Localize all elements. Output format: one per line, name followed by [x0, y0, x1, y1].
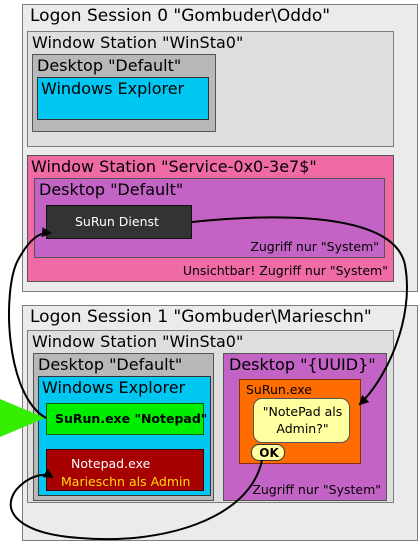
windows-explorer-label: Windows Explorer — [41, 79, 185, 98]
surun-notepad-command: SuRun.exe "Notepad" — [46, 403, 208, 435]
desktop-uuid-note: Zugriff nur "System" — [252, 482, 381, 497]
service-station-title: Window Station "Service-0x0-3e7$" — [31, 157, 317, 176]
desktop-uuid-title: Desktop "{UUID}" — [229, 355, 376, 374]
logon-session-1-title: Logon Session 1 "Gombuder\Marieschn" — [30, 307, 372, 327]
admin-prompt-bubble: "NotePad als Admin?" — [253, 398, 350, 443]
service-desktop-note: Zugriff nur "System" — [250, 239, 379, 254]
window-station-title: Window Station "WinSta0" — [32, 33, 244, 52]
green-pointer-icon — [0, 399, 45, 437]
surun-dialog-title: SuRun.exe — [246, 382, 312, 397]
notepad-exe-label: Notepad.exe — [71, 456, 151, 471]
service-station-note: Unsichtbar! Zugriff nur "System" — [182, 263, 388, 278]
windows-explorer-label-s1: Windows Explorer — [42, 378, 186, 397]
arrow-ok-to-notepad — [9, 459, 263, 541]
arrow-command-to-service — [7, 227, 52, 419]
surun-notepad-label: SuRun.exe "Notepad" — [55, 411, 208, 426]
notepad-user-label: Marieschn als Admin — [61, 474, 191, 489]
windows-explorer-s0: Windows Explorer — [37, 77, 209, 120]
desktop-title: Desktop "Default" — [37, 56, 182, 75]
arrow-service-to-dialog — [191, 216, 408, 406]
service-desktop-title: Desktop "Default" — [39, 180, 184, 199]
desktop-default-title-s1: Desktop "Default" — [38, 355, 183, 374]
notepad-admin-window: Notepad.exe Marieschn als Admin — [46, 449, 204, 491]
surun-service-box: SuRun Dienst — [46, 205, 192, 239]
logon-session-0-title: Logon Session 0 "Gombuder\Oddo" — [30, 6, 331, 26]
ok-button[interactable]: OK — [251, 444, 285, 461]
window-station-title-s1: Window Station "WinSta0" — [32, 332, 244, 351]
surun-service-label: SuRun Dienst — [75, 214, 159, 229]
admin-prompt-text: "NotePad als Admin?" — [262, 404, 343, 436]
ok-button-label: OK — [259, 446, 279, 460]
